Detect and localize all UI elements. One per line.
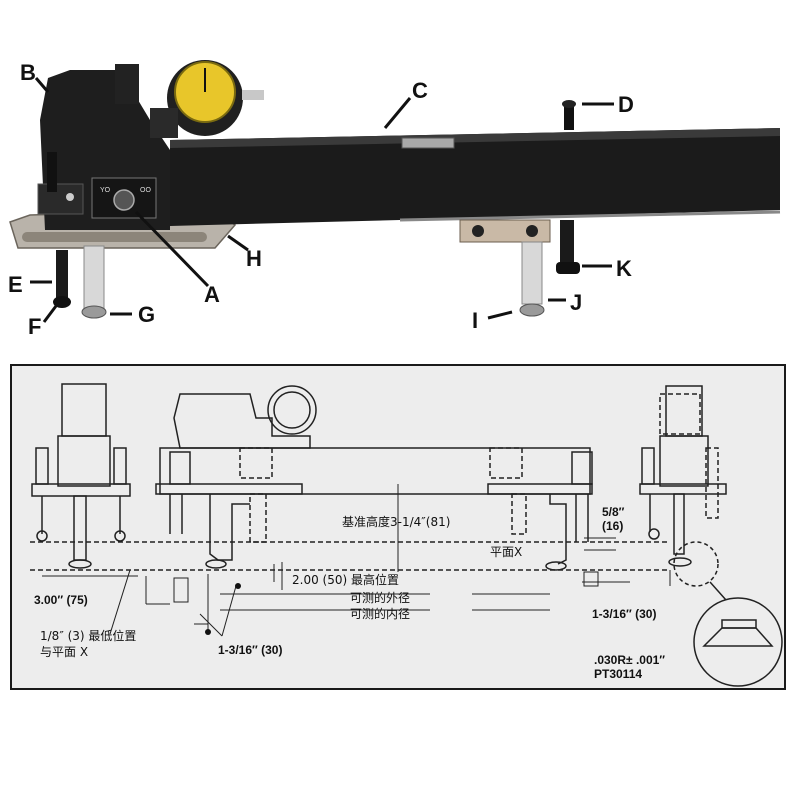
gauge-photo: YO OO B bbox=[8, 60, 781, 339]
plate-label-left: YO bbox=[100, 187, 111, 194]
side-view bbox=[155, 385, 593, 571]
right-13-16-label: 1-3/16″ (30) bbox=[592, 607, 656, 621]
ref-height-label: 基准高度3-1/4″(81) bbox=[342, 514, 450, 529]
sliding-jaw bbox=[459, 219, 551, 317]
main-beam bbox=[170, 128, 781, 226]
locking-knob bbox=[47, 152, 71, 308]
adjustment-plate: YO OO bbox=[91, 177, 157, 219]
dial-indicator bbox=[150, 60, 264, 138]
radius-tolerance-label: .030R± .001″ bbox=[594, 653, 665, 667]
inner-diameter-label: 可测的内径 bbox=[350, 606, 410, 621]
top-knob bbox=[562, 100, 576, 130]
callout-e: E bbox=[8, 272, 23, 297]
plane-x-label: 平面X bbox=[490, 545, 522, 559]
part-number-label: PT30114 bbox=[594, 667, 642, 681]
callout-a: A bbox=[204, 282, 220, 307]
callout-j: J bbox=[570, 290, 582, 315]
callout-h: H bbox=[246, 246, 262, 271]
detail-circle bbox=[693, 597, 783, 687]
callout-c: C bbox=[412, 78, 428, 103]
callout-f: F bbox=[28, 314, 41, 339]
end-view-left bbox=[31, 383, 131, 569]
end-view-right bbox=[639, 385, 727, 601]
dimension-drawing: 基准高度3-1/4″(81) 2.00 (50) 最高位置 可测的外径 可测的内… bbox=[30, 383, 783, 687]
five-eighths-label: 5/8″ bbox=[602, 505, 625, 519]
left-13-16-label: 1-3/16″ (30) bbox=[218, 643, 282, 657]
callout-b: B bbox=[20, 60, 36, 85]
max-position-label: 2.00 (50) 最高位置 bbox=[292, 572, 399, 587]
outer-diameter-label: 可测的外径 bbox=[350, 590, 410, 605]
plate-label-right: OO bbox=[140, 187, 151, 194]
callout-d: D bbox=[618, 92, 634, 117]
callout-i: I bbox=[472, 308, 478, 333]
with-plane-x-label: 与平面 X bbox=[40, 645, 88, 659]
callout-g: G bbox=[138, 302, 155, 327]
min-position-label: 1/8″ (3) 最低位置 bbox=[40, 628, 136, 643]
callout-k: K bbox=[616, 256, 632, 281]
five-eighths-mm-label: (16) bbox=[602, 519, 623, 533]
fixed-contact bbox=[81, 245, 107, 319]
phantom-lines bbox=[30, 393, 719, 571]
three-inch-label: 3.00″ (75) bbox=[34, 593, 88, 607]
release-lever bbox=[556, 220, 580, 274]
